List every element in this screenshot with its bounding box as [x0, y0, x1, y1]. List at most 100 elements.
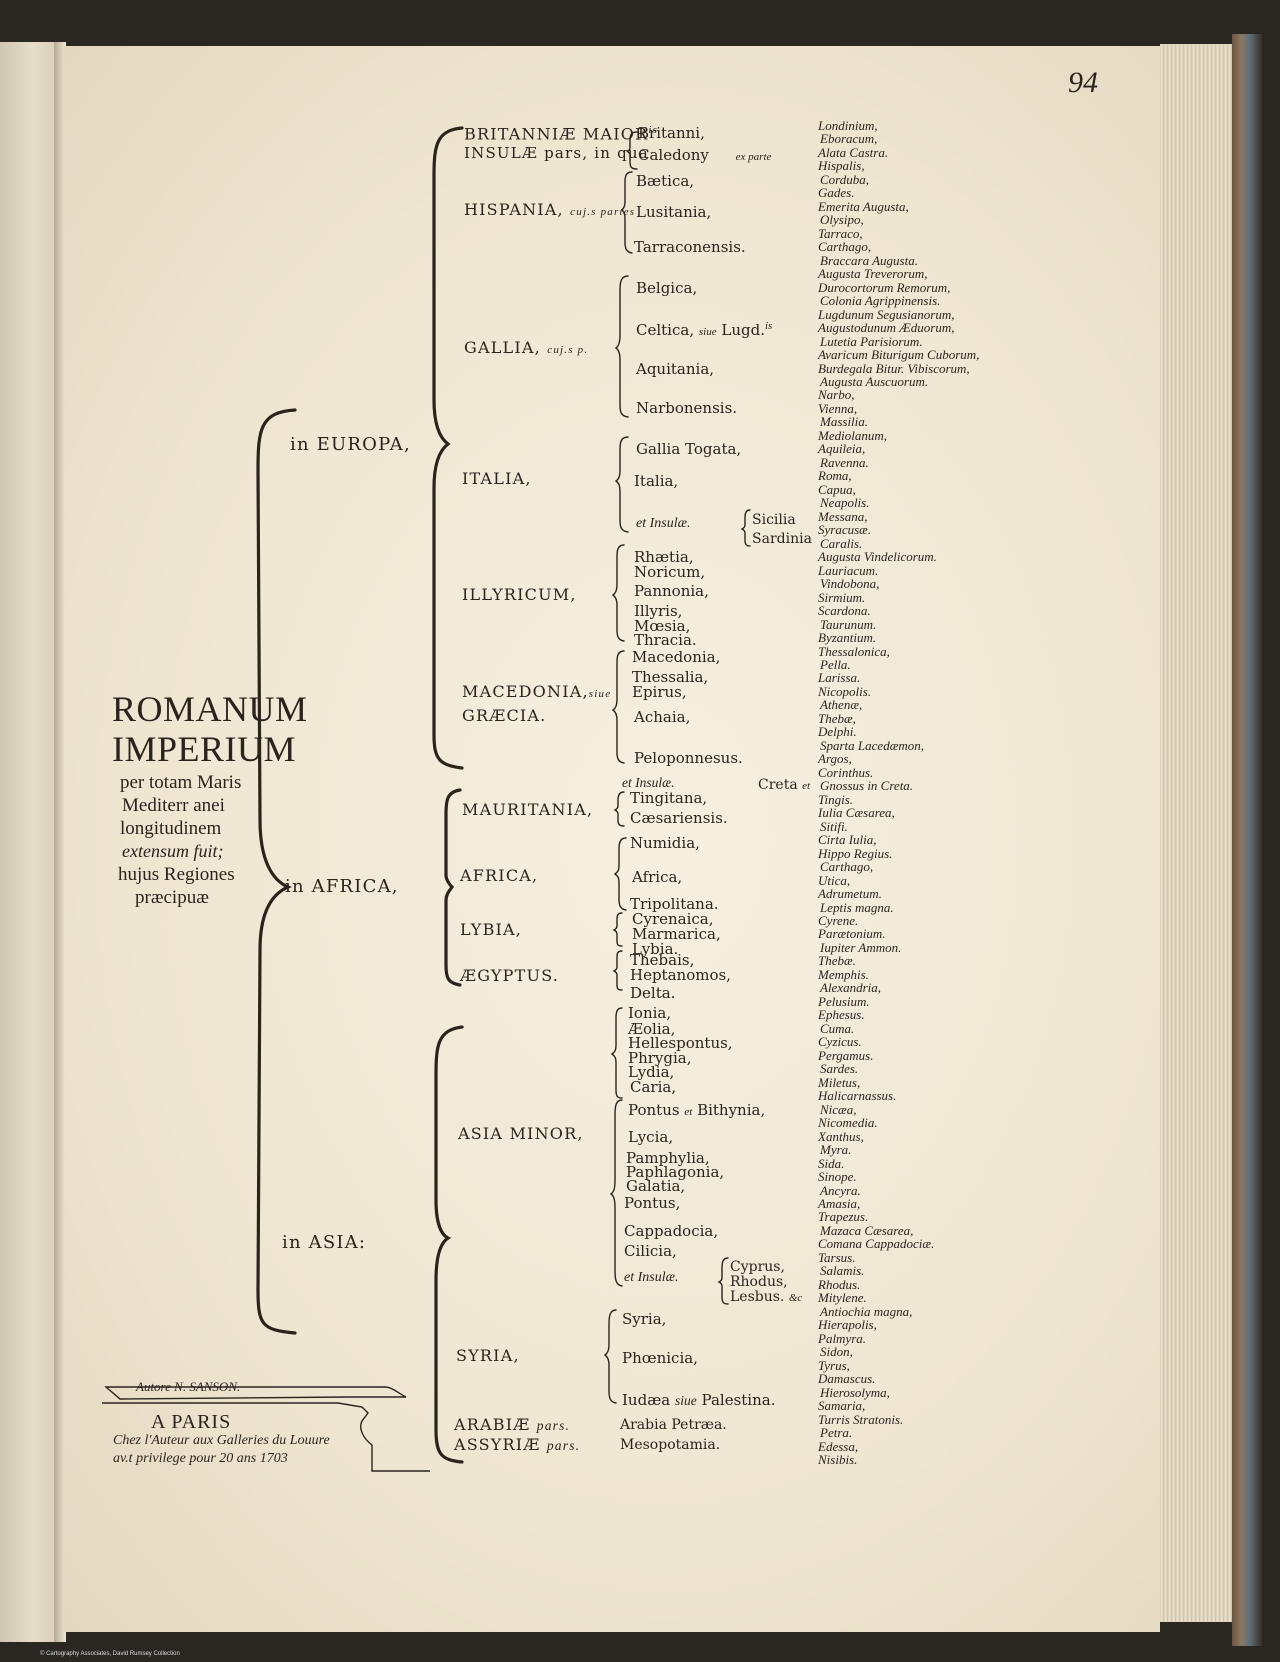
city-name: Nisibis.	[818, 1452, 858, 1467]
region-mauritania: MAURITANIA,	[462, 800, 594, 819]
title-line-1: ROMANUM	[112, 689, 308, 729]
city-name: Iulia Cæsarea,	[818, 805, 895, 820]
city-name: Hierapolis,	[818, 1317, 877, 1332]
brace-italia	[614, 436, 629, 533]
city-name: Pergamus.	[818, 1048, 874, 1063]
prov-lybia: Lybia.	[632, 940, 679, 958]
city-name: Nicopolis.	[818, 684, 872, 699]
city-name: Corinthus.	[818, 765, 874, 780]
prov-delta: Delta.	[630, 984, 676, 1002]
prov-rhodus: Rhodus,	[730, 1274, 788, 1290]
prov-moesia: Mœsia,	[634, 617, 691, 635]
prov-creta: Creta et	[758, 777, 811, 793]
prov-marmarica: Marmarica,	[632, 925, 721, 943]
city-name: Ravenna.	[820, 455, 869, 470]
continent-europa: in EUROPA,	[290, 434, 411, 455]
prov-caledony: Caledony ex parte	[638, 146, 772, 164]
city-name: Aquileia,	[818, 441, 866, 456]
credit-line: © Cartography Associates, David Rumsey C…	[40, 1651, 180, 1657]
city-name: Memphis.	[818, 967, 869, 982]
prov-lydia: Lydia,	[628, 1063, 675, 1081]
city-name: Augusta Vindelicorum.	[818, 549, 937, 564]
city-name: Scardona.	[818, 603, 871, 618]
city-name: Athenæ,	[820, 697, 863, 712]
asia-brace	[434, 1025, 464, 1464]
brace-mauritania	[613, 791, 625, 827]
subtitle-line-4: extensum fuit;	[122, 841, 224, 861]
prov-sicilia: Sicilia	[752, 512, 796, 528]
city-name: Thessalonica,	[818, 644, 890, 659]
city-name: Narbo,	[818, 387, 855, 402]
region-macedonia: MACEDONIA,siue	[462, 682, 612, 701]
prov-tarraconensis: Tarraconensis.	[634, 238, 746, 256]
city-name: Amasia,	[818, 1196, 861, 1211]
city-name: Capua,	[818, 482, 856, 497]
region-africa: AFRICA,	[460, 866, 539, 885]
prov-africa: Africa,	[632, 868, 683, 886]
cartouche-line-1: Chez l'Auteur aux Galleries du Louure	[113, 1433, 330, 1448]
prov-et-insulae-as: et Insulæ.	[624, 1270, 679, 1285]
prov-gallia-togata: Gallia Togata,	[636, 440, 742, 458]
brace-syria	[603, 1309, 617, 1404]
city-name: Braccara Augusta.	[820, 253, 918, 268]
region-lybia: LYBIA,	[460, 920, 523, 939]
brace-insulae-asia	[717, 1257, 729, 1305]
city-name: Thebæ,	[818, 711, 856, 726]
city-name: Leptis magna.	[820, 900, 894, 915]
prov-numidia: Numidia,	[630, 834, 700, 852]
city-name: Messana,	[818, 509, 868, 524]
city-name: Sirmium.	[818, 590, 866, 605]
prov-cilicia: Cilicia,	[624, 1242, 677, 1260]
city-name: Augusta Auscuorum.	[820, 374, 929, 389]
subtitle-line-6: præcipuæ	[135, 887, 209, 908]
cartouche-line-2: av.t privilege pour 20 ans 1703	[113, 1451, 288, 1466]
prov-pontus: Pontus,	[624, 1194, 681, 1212]
left-facing-page	[0, 42, 58, 1642]
brace-africa	[613, 837, 627, 911]
prov-sardinia: Sardinia	[752, 531, 812, 547]
brace-gallia	[614, 275, 629, 418]
prov-pamphylia: Pamphylia,	[626, 1149, 710, 1167]
city-name: Samaria,	[818, 1398, 866, 1413]
prov-ionia: Ionia,	[628, 1004, 672, 1022]
city-name: Alexandria,	[820, 980, 882, 995]
brace-graecia	[611, 650, 625, 764]
prov-et-insulae-gr: et Insulæ.	[622, 775, 675, 790]
city-name: Syracusæ.	[818, 522, 872, 537]
prov-et-insulae: et Insulæ.	[636, 516, 691, 531]
prov-syria: Syria,	[622, 1310, 667, 1328]
city-name: Comana Cappadociæ.	[818, 1236, 935, 1251]
continent-africa: in AFRICA,	[285, 876, 399, 897]
prov-hellespontus: Hellespontus,	[628, 1034, 733, 1052]
city-name: Sitifi.	[820, 819, 848, 834]
europa-brace	[432, 126, 464, 770]
region-syria: SYRIA,	[456, 1346, 520, 1365]
region-arabia: ARABIÆ pars.	[454, 1415, 571, 1434]
city-name: Petra.	[820, 1425, 853, 1440]
city-name: Byzantium.	[818, 630, 877, 645]
brace-illyricum	[611, 544, 625, 642]
city-name: Augusta Treverorum,	[818, 266, 928, 281]
city-name: Mazaca Cæsarea,	[820, 1223, 914, 1238]
city-name: Carthago,	[818, 239, 872, 254]
city-name: Colonia Agrippinensis.	[820, 293, 941, 308]
city-name: Eboracum,	[820, 131, 878, 146]
brace-aegyptus	[612, 950, 623, 991]
prov-lusitania: Lusitania,	[636, 203, 712, 221]
book-cover-edge	[1232, 34, 1262, 1646]
city-name: Thebæ.	[818, 953, 856, 968]
prov-tripolitana: Tripolitana.	[630, 895, 719, 913]
city-name: Lutetia Parisiorum.	[820, 334, 923, 349]
title-line-2: IMPERIUM	[112, 729, 297, 769]
prov-belgica: Belgica,	[636, 279, 698, 297]
africa-brace	[444, 788, 462, 987]
city-name: Nicomedia.	[818, 1115, 878, 1130]
city-name: Hispalis,	[818, 158, 865, 173]
region-italia: ITALIA,	[462, 469, 532, 488]
city-name: Tarraco,	[818, 226, 863, 241]
prov-aquitania: Aquitania,	[636, 360, 715, 378]
city-name: Adrumetum.	[818, 886, 882, 901]
region-assyria: ASSYRIÆ pars.	[454, 1435, 581, 1454]
city-name: Xanthus,	[818, 1129, 864, 1144]
